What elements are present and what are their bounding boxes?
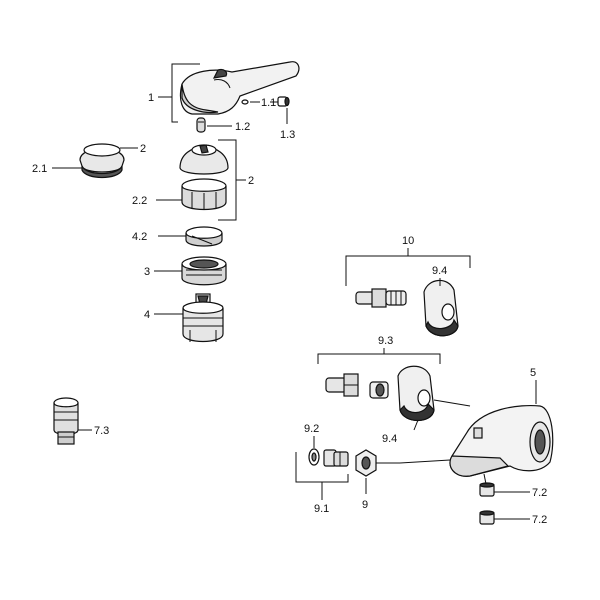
- part-1-1-pin: [241, 99, 249, 105]
- fitting-7-2-lower: [479, 510, 495, 525]
- label-5: 5: [530, 367, 536, 379]
- label-2-2: 2.2: [132, 195, 147, 207]
- label-7-2-lower: 7.2: [532, 514, 547, 526]
- slotted-ring: [181, 178, 227, 211]
- label-9-1: 9.1: [314, 503, 329, 515]
- label-10: 10: [402, 235, 414, 247]
- rosette-lower: [397, 365, 435, 422]
- s-union-lower: [325, 373, 359, 397]
- label-2-right: 2: [248, 175, 254, 187]
- nipple-fitting: [53, 397, 79, 445]
- label-9-2: 9.2: [304, 423, 319, 435]
- nut-9: [355, 449, 377, 477]
- part-1-2-grub-screw: [196, 117, 206, 133]
- label-9: 9: [362, 499, 368, 511]
- label-4-2: 4.2: [132, 231, 147, 243]
- label-9-4-lower: 9.4: [382, 433, 397, 445]
- label-7-2-upper: 7.2: [532, 487, 547, 499]
- nut-lower: [369, 381, 389, 399]
- label-2-1: 2.1: [32, 163, 47, 175]
- label-4: 4: [144, 309, 150, 321]
- fitting-7-2-upper: [479, 482, 495, 497]
- mixer-body: [449, 404, 554, 477]
- label-3: 3: [144, 266, 150, 278]
- lever-handle: [179, 61, 300, 115]
- label-9-4-upper: 9.4: [432, 265, 447, 277]
- cartridge: [182, 293, 224, 343]
- threaded-nut: [181, 256, 227, 286]
- label-1-3: 1.3: [280, 129, 295, 141]
- rosette-upper: [423, 279, 459, 337]
- label-7-3: 7.3: [94, 425, 109, 437]
- label-2-top: 2: [140, 143, 146, 155]
- label-1-1: 1.1: [261, 97, 276, 109]
- label-9-3: 9.3: [378, 335, 393, 347]
- dome-cap: [179, 144, 229, 175]
- adapter-9-1: [323, 449, 349, 467]
- label-1-2: 1.2: [235, 121, 250, 133]
- cover-cap: [79, 143, 125, 179]
- part-1-3-screw: [277, 96, 290, 107]
- s-union-upper: [355, 288, 407, 308]
- label-1: 1: [148, 92, 154, 104]
- spring-ring: [185, 226, 223, 247]
- washer-9-2: [308, 448, 320, 466]
